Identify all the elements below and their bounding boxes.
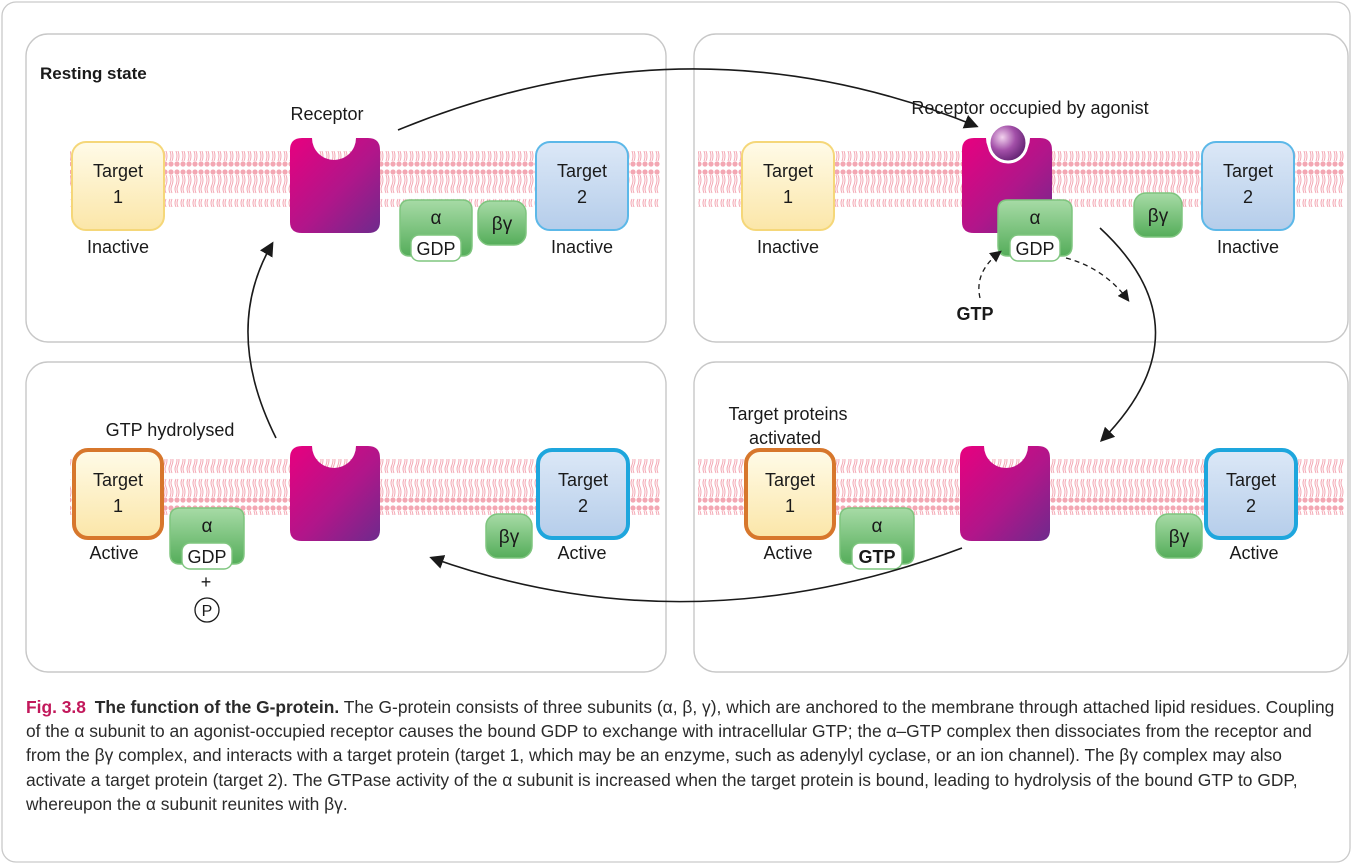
betagamma-symbol: βγ — [1169, 527, 1190, 548]
target-1-name: Target — [93, 470, 143, 490]
receptor — [960, 446, 1050, 541]
target-2: Target 2 — [1204, 448, 1298, 540]
target-2-state: Inactive — [1217, 237, 1279, 257]
target-2: Target 2 — [535, 141, 629, 231]
caption-title: The function of the G-protein. — [94, 697, 340, 717]
phosphate-label: P — [202, 603, 213, 620]
target-1: Target 1 — [741, 141, 835, 231]
target-2-number: 2 — [1246, 496, 1256, 516]
agonist — [987, 122, 1029, 164]
target-2-number: 2 — [577, 187, 587, 207]
target-2-number: 2 — [578, 496, 588, 516]
target-2-name: Target — [557, 161, 607, 181]
nucleotide-pocket — [410, 234, 462, 262]
betagamma-subunit: βγ — [1133, 192, 1183, 238]
figure-caption: Fig. 3.8 The function of the G-protein. … — [26, 695, 1344, 816]
cycle-arrow-left — [247, 241, 277, 439]
cycle-arrow-top — [397, 68, 979, 131]
target-1-state: Active — [763, 543, 812, 563]
target-1-state: Inactive — [757, 237, 819, 257]
plus-sign: + — [201, 572, 212, 592]
target-1-name: Target — [765, 470, 815, 490]
nucleotide-pocket — [851, 542, 903, 570]
gtp-label: GTP — [956, 304, 993, 324]
betagamma-subunit: βγ — [477, 200, 527, 246]
nucleotide-pocket — [1009, 234, 1061, 262]
alpha-symbol: α — [431, 208, 442, 229]
alpha-symbol: α — [202, 516, 213, 537]
target-1-number: 1 — [113, 187, 123, 207]
target-2-name: Target — [1226, 470, 1276, 490]
target-1-name: Target — [763, 161, 813, 181]
target-1: Target 1 — [71, 141, 165, 231]
receptor — [290, 446, 380, 541]
target-1-number: 1 — [113, 496, 123, 516]
receptor-label: Receptor — [290, 104, 363, 124]
target-2-name: Target — [1223, 161, 1273, 181]
gtp-exchange-arrow — [978, 250, 1002, 299]
alpha-nucleotide: GDP — [187, 547, 226, 567]
activation-annotation-line2: activated — [749, 428, 821, 448]
target-1: Target 1 — [72, 448, 164, 540]
hydrolysis-annotation: GTP hydrolysed — [106, 420, 235, 440]
target-1-number: 1 — [785, 496, 795, 516]
nucleotide-pocket — [181, 542, 233, 570]
gdp-release-arrow — [1065, 257, 1130, 302]
activation-annotation-line1: Target proteins — [728, 404, 847, 424]
cycle-arrow-bottom — [429, 547, 963, 603]
alpha-symbol: α — [1030, 208, 1041, 229]
target-2-number: 2 — [1243, 187, 1253, 207]
alpha-nucleotide: GDP — [1015, 239, 1054, 259]
target-2-state: Active — [1229, 543, 1278, 563]
target-2-state: Active — [557, 543, 606, 563]
alpha-symbol: α — [872, 516, 883, 537]
betagamma-symbol: βγ — [492, 214, 513, 235]
caption-text: The G-protein consists of three subunits… — [26, 697, 1335, 814]
target-2-state: Inactive — [551, 237, 613, 257]
betagamma-symbol: βγ — [1148, 206, 1169, 227]
figure-number: Fig. 3.8 — [26, 697, 86, 717]
betagamma-subunit: βγ — [485, 513, 533, 559]
target-1-number: 1 — [783, 187, 793, 207]
target-1: Target 1 — [744, 448, 836, 540]
target-1-state: Active — [89, 543, 138, 563]
target-1-state: Inactive — [87, 237, 149, 257]
betagamma-subunit: βγ — [1155, 513, 1203, 559]
betagamma-symbol: βγ — [499, 527, 520, 548]
target-2-name: Target — [558, 470, 608, 490]
receptor-label: Receptor occupied by agonist — [911, 98, 1148, 118]
target-1-name: Target — [93, 161, 143, 181]
alpha-nucleotide: GDP — [416, 239, 455, 259]
receptor — [290, 138, 380, 233]
phosphate-circle — [194, 597, 220, 623]
alpha-nucleotide: GTP — [858, 547, 895, 567]
target-2: Target 2 — [536, 448, 630, 540]
cycle-arrow-right — [1099, 227, 1157, 443]
panel-title: Resting state — [40, 64, 147, 83]
target-2: Target 2 — [1201, 141, 1295, 231]
